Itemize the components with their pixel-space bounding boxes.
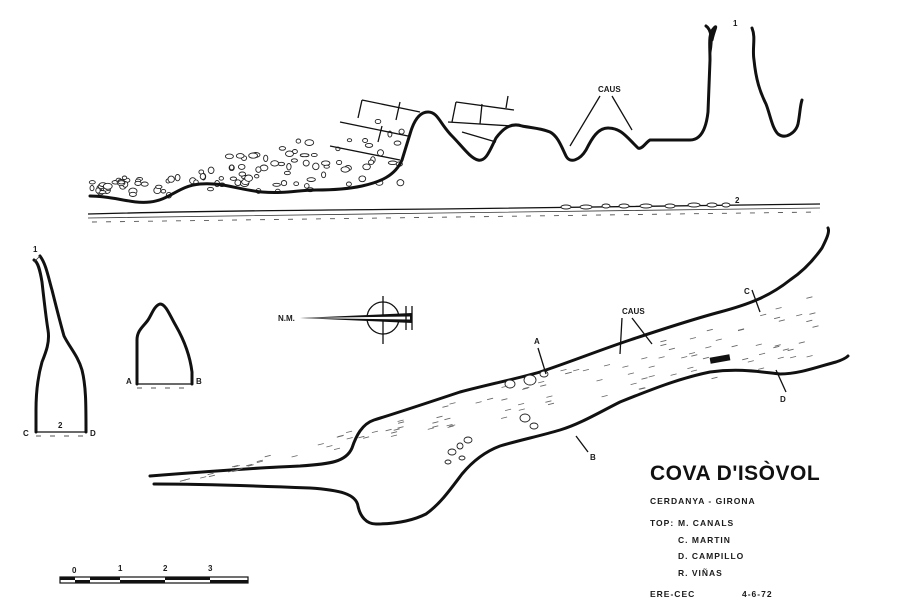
- plan-point-c: C: [744, 287, 750, 296]
- plan-stones: [444, 354, 731, 465]
- cross-section-b-label: B: [196, 377, 202, 386]
- caus-profile-pointer: [569, 95, 633, 147]
- scale-bar: 0 1 2 3: [59, 564, 249, 584]
- plan-caus-label: CAUS: [622, 307, 645, 316]
- north-arrow-label: N.M.: [278, 314, 295, 323]
- surveyor-1: M. CANALS: [678, 518, 734, 528]
- plan-lower-wall: [152, 354, 850, 526]
- profile-ceiling-outline: [88, 25, 718, 204]
- cross-section-d-label: D: [90, 429, 96, 438]
- profile-section-1-label: 1: [733, 19, 738, 28]
- plan-floor-hatching: [179, 296, 819, 482]
- caus-profile-label: CAUS: [598, 85, 621, 94]
- plan-point-b: B: [590, 453, 596, 462]
- cross-section-c-label: C: [23, 429, 29, 438]
- scale-tick-0: 0: [72, 566, 77, 575]
- cross-section-2-label: 2: [58, 421, 63, 430]
- profile-right-shaft: [750, 26, 804, 138]
- club-name: ERE-CEC: [650, 589, 695, 599]
- plan-point-d: D: [780, 395, 786, 404]
- plan-right-end: [720, 354, 840, 360]
- plan-upper-wall: [148, 226, 830, 478]
- plan-view: CAUS A B C D: [148, 226, 850, 526]
- scale-tick-3: 3: [208, 564, 213, 573]
- north-arrow: N.M.: [278, 296, 413, 344]
- profile-floor-hatch: [91, 211, 821, 223]
- surveyor-3: D. CAMPILLO: [678, 551, 744, 561]
- profile-rock-joints: [329, 95, 515, 161]
- map-title: COVA D'ISÒVOL: [650, 461, 820, 485]
- survey-date: 4-6-72: [742, 589, 773, 599]
- cross-section-1-2-outline-right: [38, 254, 88, 434]
- scale-tick-2: 2: [163, 564, 168, 573]
- surveyor-4: R. VIÑAS: [678, 568, 723, 578]
- plan-point-a: A: [534, 337, 540, 346]
- cross-section-a-b: A B: [126, 302, 202, 389]
- survey-top-label: TOP:: [650, 518, 674, 528]
- profile-ground-line-bottom: [87, 207, 821, 219]
- cross-section-1-2-outline: [32, 258, 50, 434]
- map-region: CERDANYA - GIRONA: [650, 496, 756, 506]
- scale-tick-1: 1: [118, 564, 123, 573]
- profile-ground-stones: [560, 202, 731, 210]
- profile-shaft-left-wall: [704, 24, 713, 54]
- title-block: COVA D'ISÒVOL CERDANYA - GIRONA TOP: M. …: [650, 461, 820, 599]
- plan-caus-pointer: [619, 317, 653, 355]
- surveyor-2: C. MARTIN: [678, 535, 731, 545]
- cross-section-1-label: 1: [33, 245, 38, 254]
- cross-section-a-label: A: [126, 377, 132, 386]
- longitudinal-profile: CAUS 1 2: [87, 19, 821, 223]
- profile-section-2-label: 2: [735, 196, 740, 205]
- cross-section-1-2: 1 2 C D: [23, 245, 96, 438]
- cross-section-a-b-outline: [135, 302, 194, 386]
